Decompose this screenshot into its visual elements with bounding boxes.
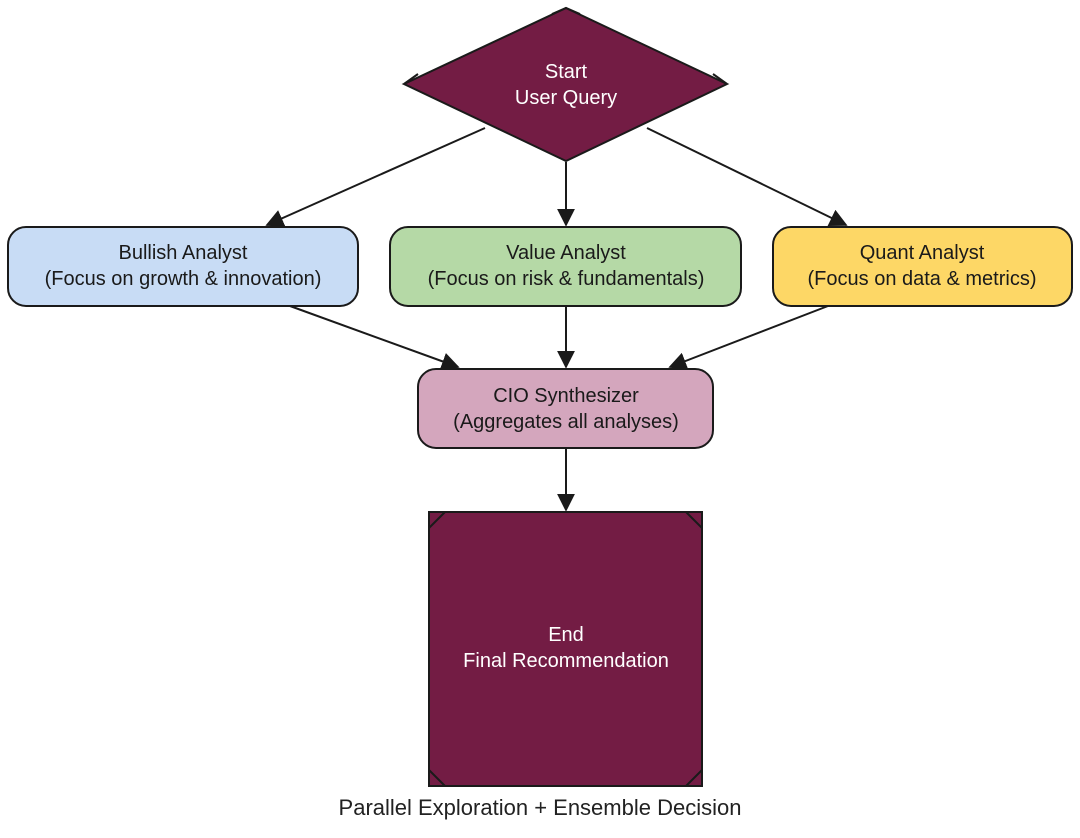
end-node: End Final Recommendation — [428, 511, 703, 787]
edge-bullish-cio — [289, 305, 460, 370]
end-label-line2: Final Recommendation — [463, 650, 669, 672]
start-node: Start User Query — [401, 6, 730, 163]
quant-analyst-title: Quant Analyst — [860, 242, 985, 264]
quant-analyst-box — [772, 226, 1073, 307]
cio-synthesizer-title: CIO Synthesizer — [493, 385, 639, 407]
quant-analyst-node: Quant Analyst (Focus on data & metrics) — [772, 226, 1073, 307]
edge-start-quant — [646, 127, 848, 226]
value-analyst-node: Value Analyst (Focus on risk & fundament… — [389, 226, 742, 307]
bullish-analyst-title: Bullish Analyst — [119, 242, 248, 264]
diagram-caption: Parallel Exploration + Ensemble Decision — [339, 795, 742, 820]
edges — [265, 127, 848, 512]
bullish-analyst-subtitle: (Focus on growth & innovation) — [45, 268, 322, 290]
cio-synthesizer-subtitle: (Aggregates all analyses) — [453, 411, 679, 433]
end-label-line1: End — [548, 624, 584, 646]
start-corner-marks — [403, 6, 728, 85]
start-label-line2: User Query — [515, 87, 617, 109]
edge-quant-cio — [668, 305, 829, 370]
cio-synthesizer-node: CIO Synthesizer (Aggregates all analyses… — [417, 368, 714, 449]
end-corner-marks — [428, 511, 703, 787]
start-diamond — [401, 6, 730, 163]
quant-analyst-subtitle: (Focus on data & metrics) — [808, 268, 1037, 290]
cio-synthesizer-box — [417, 368, 714, 449]
edge-start-bullish — [265, 127, 486, 227]
value-analyst-title: Value Analyst — [506, 242, 626, 264]
start-label-line1: Start — [545, 61, 588, 83]
value-analyst-box — [389, 226, 742, 307]
bullish-analyst-node: Bullish Analyst (Focus on growth & innov… — [7, 226, 359, 307]
end-square — [428, 511, 703, 787]
value-analyst-subtitle: (Focus on risk & fundamentals) — [428, 268, 705, 290]
bullish-analyst-box — [7, 226, 359, 307]
